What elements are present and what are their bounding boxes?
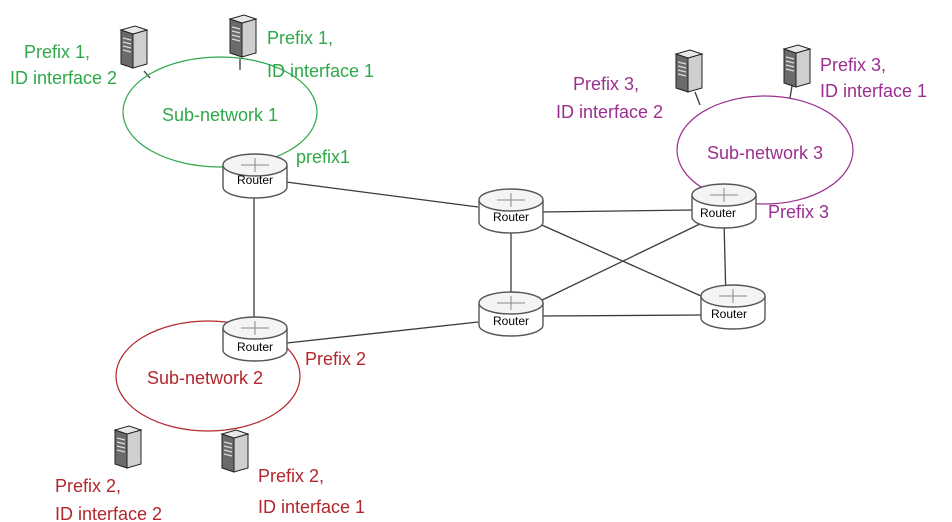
server-s3-right <box>783 44 811 88</box>
s1-host-right-line1: Prefix 1, <box>267 28 333 48</box>
links <box>143 58 793 344</box>
s1-host-left-line2: ID interface 2 <box>10 68 117 88</box>
router-label: Router <box>711 307 747 321</box>
router-label: Router <box>237 173 273 187</box>
subnetwork-1-boundary <box>122 56 318 168</box>
server-icon <box>120 25 148 69</box>
subnetwork-2-name: Sub-network 2 <box>147 368 263 388</box>
router-3: Router <box>478 188 544 234</box>
router-label: Router <box>237 340 273 354</box>
router-1: Router <box>222 153 288 199</box>
s2-host-left-line1: Prefix 2, <box>55 476 121 496</box>
link-s3-host-right <box>789 85 793 99</box>
link-r3-r5 <box>541 209 695 213</box>
link-r2-r4 <box>286 321 479 344</box>
router-5: Router <box>691 183 757 229</box>
server-s1-right <box>229 14 257 58</box>
subnetwork-1-prefix: prefix1 <box>296 147 350 167</box>
s3-host-left-line2: ID interface 2 <box>556 102 663 122</box>
router-icon <box>222 316 288 362</box>
router-label: Router <box>493 314 529 328</box>
link-s3-host-left <box>694 91 701 106</box>
router-4: Router <box>478 291 544 337</box>
s2-host-left-line2: ID interface 2 <box>55 504 162 522</box>
router-label: Router <box>493 210 529 224</box>
s1-host-left-line1: Prefix 1, <box>24 42 90 62</box>
link-r4-r6 <box>541 314 704 317</box>
server-s3-left <box>675 49 703 93</box>
s1-host-right-line2: ID interface 1 <box>267 61 374 81</box>
router-2: Router <box>222 316 288 362</box>
subnetwork-3-prefix: Prefix 3 <box>768 202 829 222</box>
link-s1-host-left <box>143 70 151 79</box>
subnetwork-2-prefix: Prefix 2 <box>305 349 366 369</box>
subnetwork-3-boundary <box>676 95 854 205</box>
s3-host-right-line1: Prefix 3, <box>820 55 886 75</box>
server-icon <box>783 44 811 88</box>
s2-host-right-line1: Prefix 2, <box>258 466 324 486</box>
server-icon <box>114 425 142 469</box>
server-s2-left <box>114 425 142 469</box>
server-icon <box>229 14 257 58</box>
subnetwork-1-name: Sub-network 1 <box>162 105 278 125</box>
link-r4-r5 <box>535 221 705 304</box>
s3-host-right-line2: ID interface 1 <box>820 81 927 101</box>
server-icon <box>221 429 249 473</box>
server-icon <box>675 49 703 93</box>
server-s2-right <box>221 429 249 473</box>
router-6: Router <box>700 284 766 330</box>
server-s1-left <box>120 25 148 69</box>
s2-host-right-line2: ID interface 1 <box>258 497 365 517</box>
subnetwork-3-name: Sub-network 3 <box>707 143 823 163</box>
router-label: Router <box>700 206 736 220</box>
subnetwork-2-boundary <box>115 320 301 432</box>
link-r1-r3 <box>285 181 479 208</box>
s3-host-left-line1: Prefix 3, <box>573 74 639 94</box>
